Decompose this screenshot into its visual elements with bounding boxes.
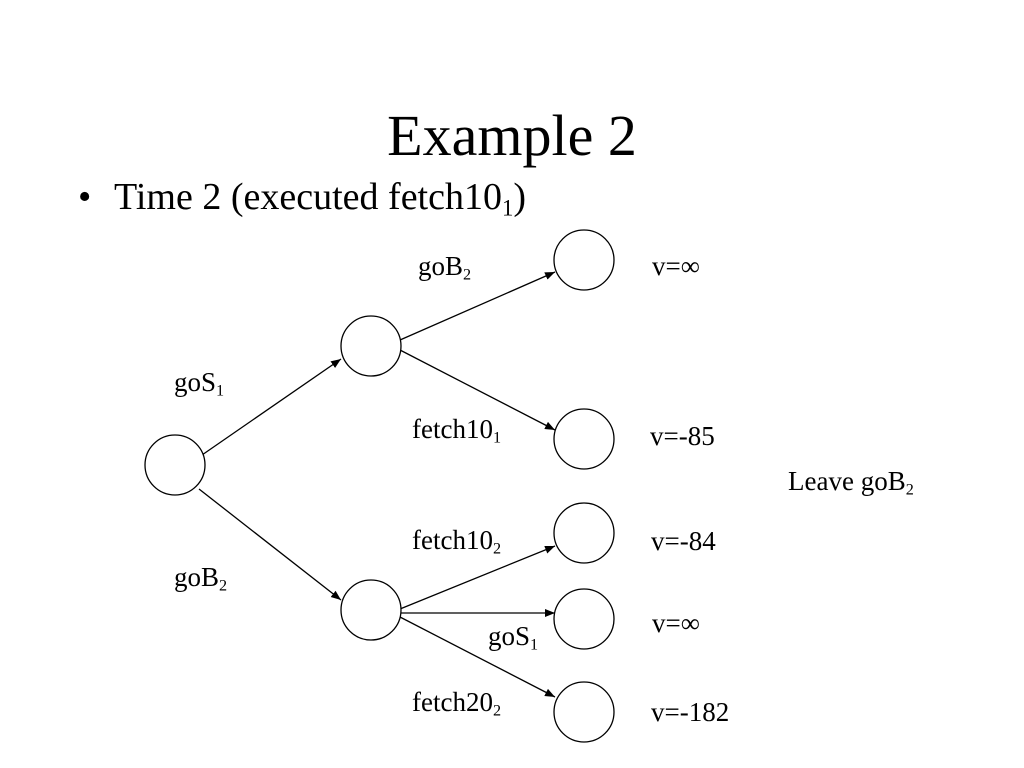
edge-upper-bottom bbox=[399, 349, 556, 431]
decision-note: Leave goB2 bbox=[788, 466, 914, 499]
edge-label-root-upper: goS1 bbox=[174, 367, 225, 400]
node-leaf-3 bbox=[553, 502, 615, 564]
edge-root-upper bbox=[201, 358, 342, 456]
edge-lower-third bbox=[399, 616, 556, 698]
node-root bbox=[144, 434, 206, 496]
node-leaf-5 bbox=[553, 681, 615, 743]
edge-upper-top bbox=[399, 271, 556, 341]
edge-lower-first bbox=[399, 545, 556, 610]
edge-label-upper-bottom: fetch101 bbox=[412, 414, 502, 447]
edge-label-upper-top: goB2 bbox=[418, 251, 472, 284]
node-lower bbox=[340, 579, 402, 641]
edge-root-lower bbox=[198, 488, 342, 601]
node-leaf-4 bbox=[553, 588, 615, 650]
node-upper bbox=[340, 315, 402, 377]
leaf-value-1: v=∞ bbox=[652, 251, 700, 281]
slide-title: Example 2 bbox=[387, 103, 637, 168]
bullet-close: ) bbox=[513, 176, 527, 218]
leaf-value-5: v=-182 bbox=[651, 697, 730, 727]
bullet-subscript: 1 bbox=[501, 195, 514, 221]
edge-label-lower-second: goS1 bbox=[488, 621, 539, 654]
edge-label-lower-first: fetch102 bbox=[412, 525, 502, 558]
leaf-value-2: v=-85 bbox=[650, 421, 715, 451]
edge-label-lower-third: fetch202 bbox=[412, 687, 502, 720]
leaf-value-3: v=-84 bbox=[651, 526, 716, 556]
bullet-line: • Time 2 (executed fetch101) bbox=[78, 174, 526, 220]
node-leaf-2 bbox=[553, 408, 615, 470]
leaf-value-4: v=∞ bbox=[652, 608, 700, 638]
bullet-symbol: • bbox=[78, 176, 92, 218]
edge-label-root-lower: goB2 bbox=[174, 562, 228, 595]
bullet-text: Time 2 (executed fetch10 bbox=[114, 176, 502, 218]
node-leaf-1 bbox=[553, 229, 615, 291]
